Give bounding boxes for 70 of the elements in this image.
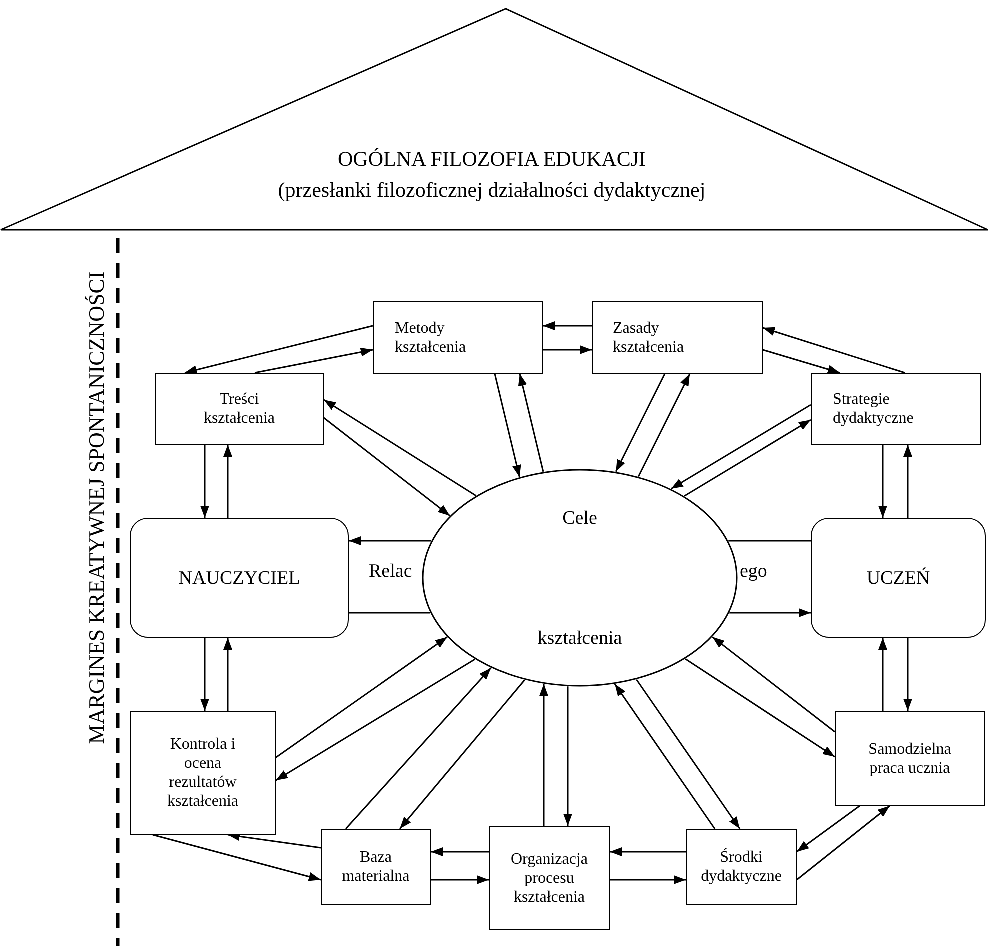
arrow — [564, 686, 572, 826]
ellipse-text: kształcenia — [536, 627, 624, 651]
arrow — [152, 834, 322, 882]
arrow — [345, 668, 492, 830]
arrow — [615, 374, 666, 472]
arrow — [762, 349, 840, 374]
arrow — [904, 445, 912, 518]
arrow — [610, 876, 686, 884]
process-box — [811, 373, 981, 445]
arrow — [685, 658, 836, 758]
arrow — [610, 848, 686, 856]
ellipse-text: Cele — [562, 507, 598, 531]
arrow — [796, 805, 890, 881]
arrow — [431, 848, 489, 856]
box-text: Strategie dydaktyczne — [833, 390, 915, 428]
arrow — [762, 327, 906, 374]
box-text: Środki dydaktyczne — [700, 848, 783, 886]
box-text: Organizacja procesu kształcenia — [510, 850, 589, 906]
arrow — [349, 536, 432, 546]
arrow — [431, 876, 489, 884]
arrow — [184, 325, 374, 374]
arrow — [796, 805, 860, 853]
arrow — [224, 445, 232, 518]
arrow — [684, 419, 812, 497]
partial-label: ego — [740, 561, 768, 583]
box-text: Samodzielna praca ucznia — [868, 740, 952, 778]
arrow — [543, 346, 592, 354]
arrow — [712, 636, 836, 733]
arrow — [200, 638, 210, 711]
box-text: Baza materialna — [341, 848, 411, 886]
arrow — [254, 348, 374, 374]
box-text: Treści kształcenia — [202, 390, 276, 428]
box-text: NAUCZYCIEL — [178, 568, 300, 588]
arrow — [614, 684, 716, 830]
arrow — [540, 684, 548, 826]
process-box — [489, 826, 610, 930]
vertical-label: MARGINES KREATYWNEJ SPONTANICZNOŚCI — [84, 272, 110, 744]
arrow — [324, 417, 451, 517]
process-box — [155, 373, 324, 445]
box-text: Kontrola i ocena rezultatów kształcenia — [166, 735, 240, 811]
arrow — [399, 680, 526, 830]
process-box — [373, 301, 543, 374]
actor-box — [811, 518, 986, 638]
box-text: UCZEŃ — [866, 568, 930, 588]
box-text: Zasady kształcenia — [613, 318, 686, 356]
box-text: Metody kształcenia — [395, 318, 468, 356]
roof-text: OGÓLNA FILOZOFIA EDUKACJI — [338, 147, 646, 171]
arrow — [276, 636, 448, 758]
roof-text: (przesłanki filozoficznej działalności dydaktycznej — [278, 178, 706, 202]
arrow — [878, 638, 888, 711]
actor-box — [130, 518, 349, 638]
arrow — [878, 445, 888, 518]
process-box — [130, 711, 276, 835]
arrow — [904, 638, 912, 711]
arrow — [638, 374, 691, 478]
process-box — [321, 829, 431, 905]
partial-label: Relac — [369, 561, 412, 583]
arrow — [200, 445, 210, 518]
process-box — [686, 829, 797, 905]
arrow — [324, 399, 477, 496]
arrow — [494, 374, 522, 478]
arrow — [224, 638, 232, 711]
arrow — [276, 658, 476, 782]
process-box — [592, 301, 763, 374]
arrow — [636, 679, 741, 830]
process-box — [835, 711, 985, 806]
arrow — [670, 404, 812, 490]
arrow — [518, 374, 544, 472]
arrow — [543, 322, 592, 330]
arrow — [730, 608, 811, 618]
